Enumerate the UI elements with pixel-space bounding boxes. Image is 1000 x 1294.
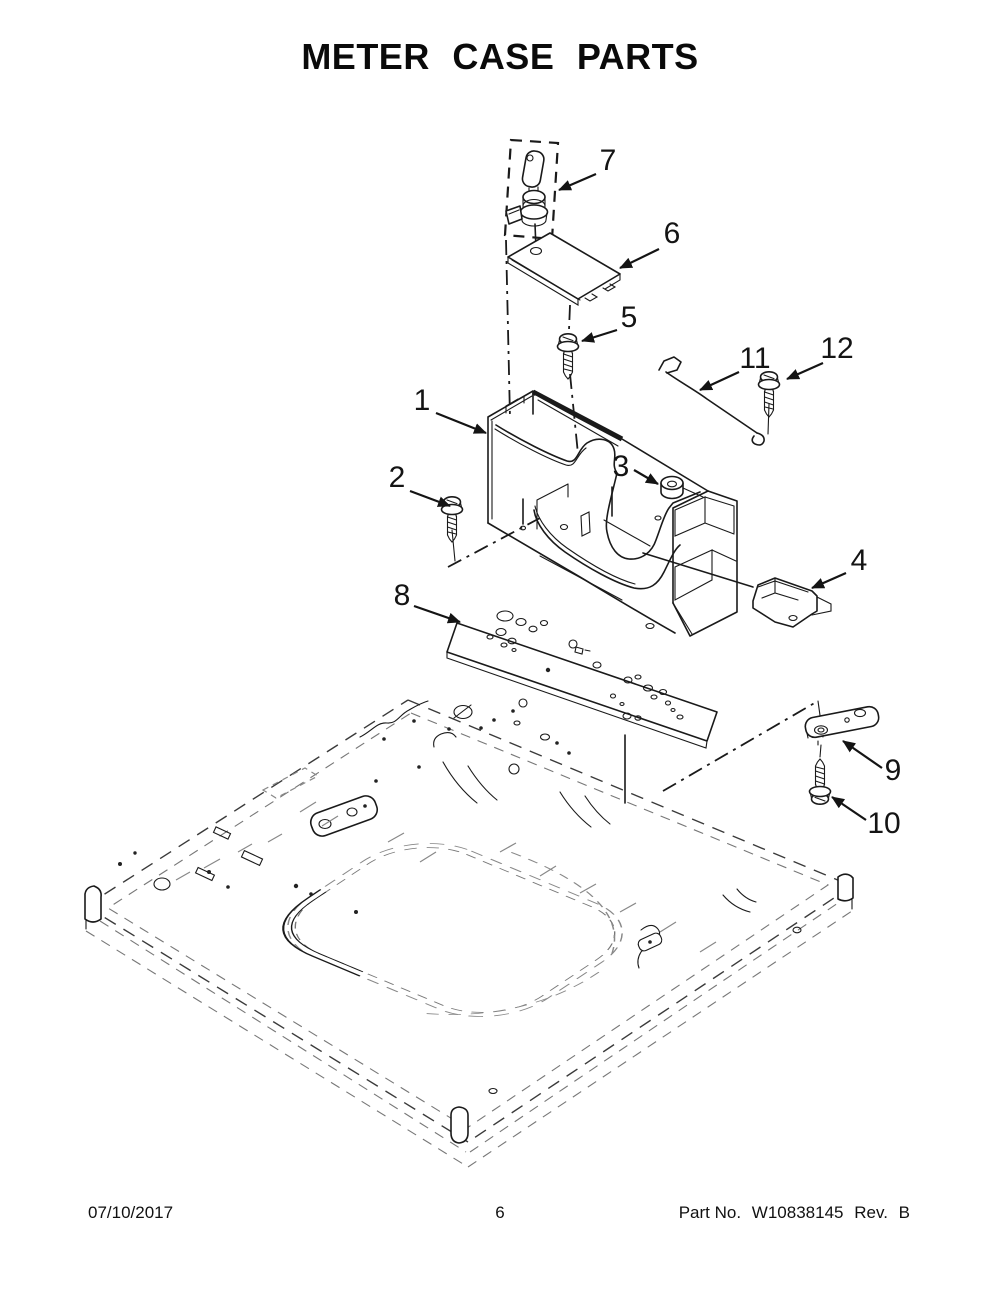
wire-link: [658, 356, 765, 446]
callout-number-3: 3: [613, 450, 630, 483]
callout-4: 4: [811, 544, 868, 590]
part-number: W10838145: [751, 1203, 844, 1222]
callout-number-8: 8: [394, 579, 411, 612]
screw10-line: [819, 744, 822, 758]
callout-arrow-2: [409, 489, 451, 508]
screw5-axis: [568, 304, 579, 455]
hidden-contours: [175, 801, 717, 953]
key: [521, 150, 545, 188]
bracket-plate: [804, 705, 880, 746]
callout-number-2: 2: [389, 461, 406, 494]
footer-part-info: Part No. W10838145 Rev. B: [673, 1203, 910, 1223]
callout-arrow-7: [558, 172, 597, 192]
callout-arrow-10: [831, 796, 867, 821]
clip-bracket: [752, 577, 832, 628]
rev-label: Rev.: [854, 1203, 888, 1222]
footer-page-number: 6: [495, 1203, 505, 1222]
callout-number-12: 12: [820, 332, 853, 365]
assembly-line-to-clip: [642, 552, 754, 588]
callout-11: 11: [699, 342, 771, 391]
callout-8: 8: [394, 579, 461, 624]
callout-arrow-5: [581, 328, 618, 343]
cover-plate: [507, 232, 621, 306]
lock-striker-cutout: [637, 924, 663, 969]
screw2-axis: [447, 517, 541, 568]
callout-5: 5: [581, 301, 638, 343]
callout-number-5: 5: [621, 301, 638, 334]
lock-cylinder: [505, 186, 549, 227]
callout-arrow-6: [619, 248, 660, 269]
callout-number-4: 4: [851, 544, 868, 577]
callout-2: 2: [389, 461, 451, 508]
callout-12: 12: [786, 332, 854, 381]
callout-number-11: 11: [739, 342, 770, 375]
callout-number-1: 1: [414, 384, 431, 417]
callout-arrow-12: [786, 361, 824, 381]
callout-1: 1: [414, 384, 487, 435]
callout-9: 9: [842, 740, 902, 787]
callout-number-6: 6: [664, 217, 681, 250]
callout-number-7: 7: [600, 144, 617, 177]
callout-3: 3: [613, 450, 659, 485]
callout-arrow-4: [811, 571, 847, 590]
tub-opening: [282, 843, 623, 1017]
screw12-line: [767, 403, 770, 435]
callout-arrow-3: [633, 469, 659, 485]
panel-bottom-foot: [450, 1106, 469, 1144]
mounting-plate: [446, 610, 718, 749]
bushing: [660, 475, 704, 500]
callout-number-9: 9: [885, 754, 902, 787]
footer-date: 07/10/2017: [88, 1203, 174, 1222]
panel-left-foot: [84, 885, 102, 923]
callout-10: 10: [831, 796, 901, 840]
screw-10: [808, 758, 832, 806]
washer-top-panel: [84, 698, 854, 1168]
callout-7: 7: [558, 144, 617, 192]
page-title: METER CASE PARTS: [301, 36, 699, 77]
callout-6: 6: [619, 217, 681, 269]
screw-5: [556, 332, 580, 380]
panel-holes: [118, 709, 571, 914]
harness-groove: [359, 700, 429, 738]
callout-arrow-8: [413, 604, 461, 624]
part-no-label: Part No.: [678, 1203, 742, 1222]
callout-arrow-1: [435, 411, 487, 435]
callout-arrow-11: [699, 371, 740, 391]
callout-number-10: 10: [867, 807, 900, 840]
rev-value: B: [898, 1203, 910, 1222]
panel-right-foot: [837, 873, 854, 902]
lock-axis: [505, 239, 511, 419]
callout-arrow-9: [842, 740, 883, 769]
meter-case: [487, 389, 754, 637]
keeper-plate: [309, 795, 379, 837]
